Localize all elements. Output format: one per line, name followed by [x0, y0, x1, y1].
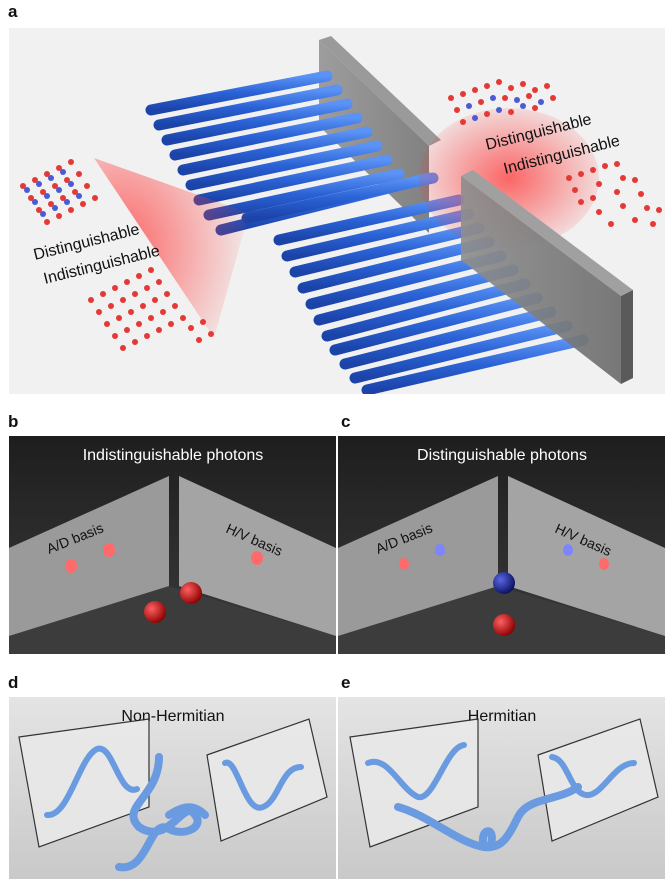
detection-spot — [65, 559, 77, 573]
panel-c: Distinguishable photons A/D basis H/V ba… — [338, 436, 665, 654]
right-pane-curve — [549, 754, 637, 798]
left-wall — [9, 476, 169, 636]
right-glass-pane — [537, 718, 659, 842]
detection-spot — [103, 543, 115, 557]
detection-spot — [563, 544, 573, 556]
panel-b-title: Indistinguishable photons — [83, 447, 264, 464]
photon-sphere-blue — [493, 572, 515, 594]
panel-a-label: a — [8, 2, 18, 21]
left-photon-lattice-top — [20, 159, 98, 225]
left-pane-curve — [44, 745, 140, 818]
right-photon-lattice-bottom — [566, 161, 662, 227]
right-pane-curve — [222, 759, 304, 811]
detection-spot — [435, 544, 445, 556]
left-wall — [338, 476, 498, 636]
photon-sphere-red — [493, 614, 515, 636]
left-photon-lattice-bottom — [88, 267, 214, 351]
photon-sphere-red — [144, 601, 166, 623]
panel-c-title: Distinguishable photons — [417, 447, 587, 464]
left-glass-pane — [349, 718, 479, 848]
panel-b: Indistinguishable photons A/D basis H/V … — [9, 436, 336, 654]
detection-spot — [251, 551, 263, 565]
right-photon-lattice-top — [448, 79, 556, 125]
detection-spot — [399, 558, 409, 570]
waveguide-array-diagram: Distinguishable Indistinguishable — [20, 36, 662, 394]
right-glass-pane — [206, 718, 328, 842]
photon-sphere-red — [180, 582, 202, 604]
right-wall — [508, 476, 665, 636]
left-pane-curve — [365, 742, 467, 800]
left-light-cone — [94, 158, 249, 338]
panel-e-label: e — [341, 673, 351, 692]
panel-e: Hermitian — [338, 697, 665, 879]
central-3d-curve — [115, 753, 202, 872]
panel-e-title: Hermitian — [468, 708, 536, 725]
panel-c-label: c — [341, 412, 351, 431]
panel-d: Non-Hermitian — [9, 697, 336, 879]
central-3d-curve — [394, 783, 582, 852]
panel-a: Distinguishable Indistinguishable — [9, 28, 665, 394]
rear-waveguides — [145, 70, 439, 236]
panel-d-label: d — [8, 673, 19, 692]
front-plate — [461, 170, 633, 384]
central-3d-curve-branch — [165, 803, 209, 819]
central-3d-curve-loop — [478, 827, 496, 851]
detection-spot — [599, 558, 609, 570]
panel-b-label: b — [8, 412, 19, 431]
